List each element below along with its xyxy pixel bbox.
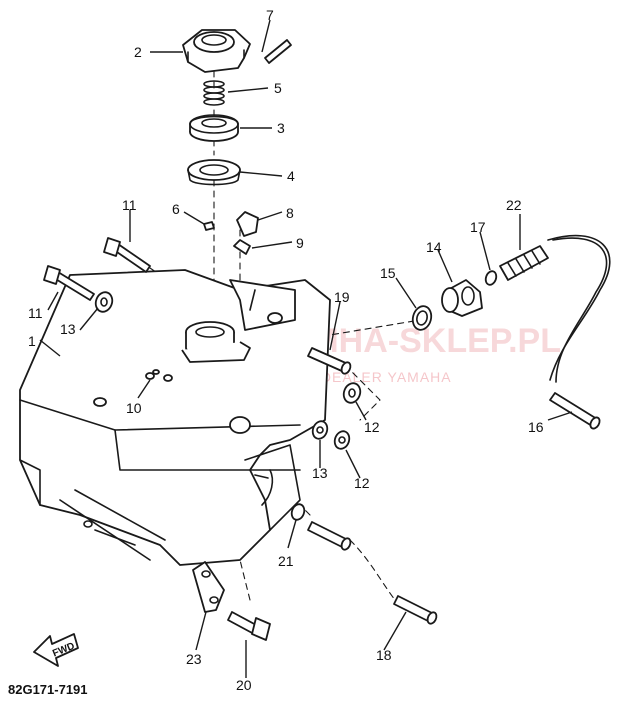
callout-11-upper: 11 xyxy=(122,197,137,213)
nut-12a xyxy=(342,382,362,404)
callout-14: 14 xyxy=(426,239,442,255)
callout-9: 9 xyxy=(296,235,304,251)
fuel-cap xyxy=(182,29,251,73)
o-ring xyxy=(411,305,433,331)
hose-clip xyxy=(484,270,498,286)
fuel-hose-16 xyxy=(547,234,611,430)
callout-3: 3 xyxy=(277,120,285,136)
bolt-20 xyxy=(227,611,271,641)
callout-6: 6 xyxy=(172,201,180,217)
cap-nut xyxy=(189,114,239,142)
callout-11-lower: 11 xyxy=(28,305,43,321)
callout-12-lower: 12 xyxy=(354,475,370,491)
callout-7: 7 xyxy=(266,7,274,23)
callout-10: 10 xyxy=(126,400,142,416)
callout-21: 21 xyxy=(278,553,294,569)
clip xyxy=(236,211,259,237)
callout-1: 1 xyxy=(28,333,36,349)
hose-fitting xyxy=(499,245,549,281)
mounting-plate xyxy=(192,561,225,613)
pipe-19 xyxy=(307,347,352,375)
pipe-18 xyxy=(393,595,438,625)
washer-13b xyxy=(311,420,329,440)
callout-4: 4 xyxy=(287,168,295,184)
nut-12b xyxy=(333,430,351,450)
callout-18: 18 xyxy=(376,647,392,663)
callout-19: 19 xyxy=(334,289,350,305)
callout-23: 23 xyxy=(186,651,202,667)
callout-22: 22 xyxy=(506,197,522,213)
leader-lines xyxy=(39,19,573,678)
callout-13-right: 13 xyxy=(312,465,328,481)
callout-2: 2 xyxy=(134,44,142,60)
pipe-lower xyxy=(307,521,352,551)
fuel-tank xyxy=(19,269,331,566)
callout-17: 17 xyxy=(470,219,486,235)
callout-16: 16 xyxy=(528,419,544,435)
grommet xyxy=(145,372,155,380)
pin xyxy=(264,39,292,64)
washer-13a xyxy=(94,291,114,313)
callout-12-upper: 12 xyxy=(364,419,380,435)
clip-21 xyxy=(290,503,306,521)
callout-13-left: 13 xyxy=(60,321,76,337)
bolt-upper xyxy=(103,237,151,273)
fuel-cock xyxy=(441,279,483,317)
callout-5: 5 xyxy=(274,80,282,96)
callout-labels: 2 7 5 3 4 6 8 9 11 11 13 1 10 19 12 12 1… xyxy=(28,7,544,693)
callout-15: 15 xyxy=(380,265,396,281)
spring xyxy=(203,80,225,106)
callout-8: 8 xyxy=(286,205,294,221)
screw xyxy=(203,221,215,231)
part-code: 82G171-7191 xyxy=(8,682,88,697)
gasket xyxy=(187,159,241,186)
clamp xyxy=(233,239,251,255)
forward-arrow-icon: FWD xyxy=(33,633,79,667)
bolt-lower xyxy=(43,265,95,301)
callout-20: 20 xyxy=(236,677,252,693)
